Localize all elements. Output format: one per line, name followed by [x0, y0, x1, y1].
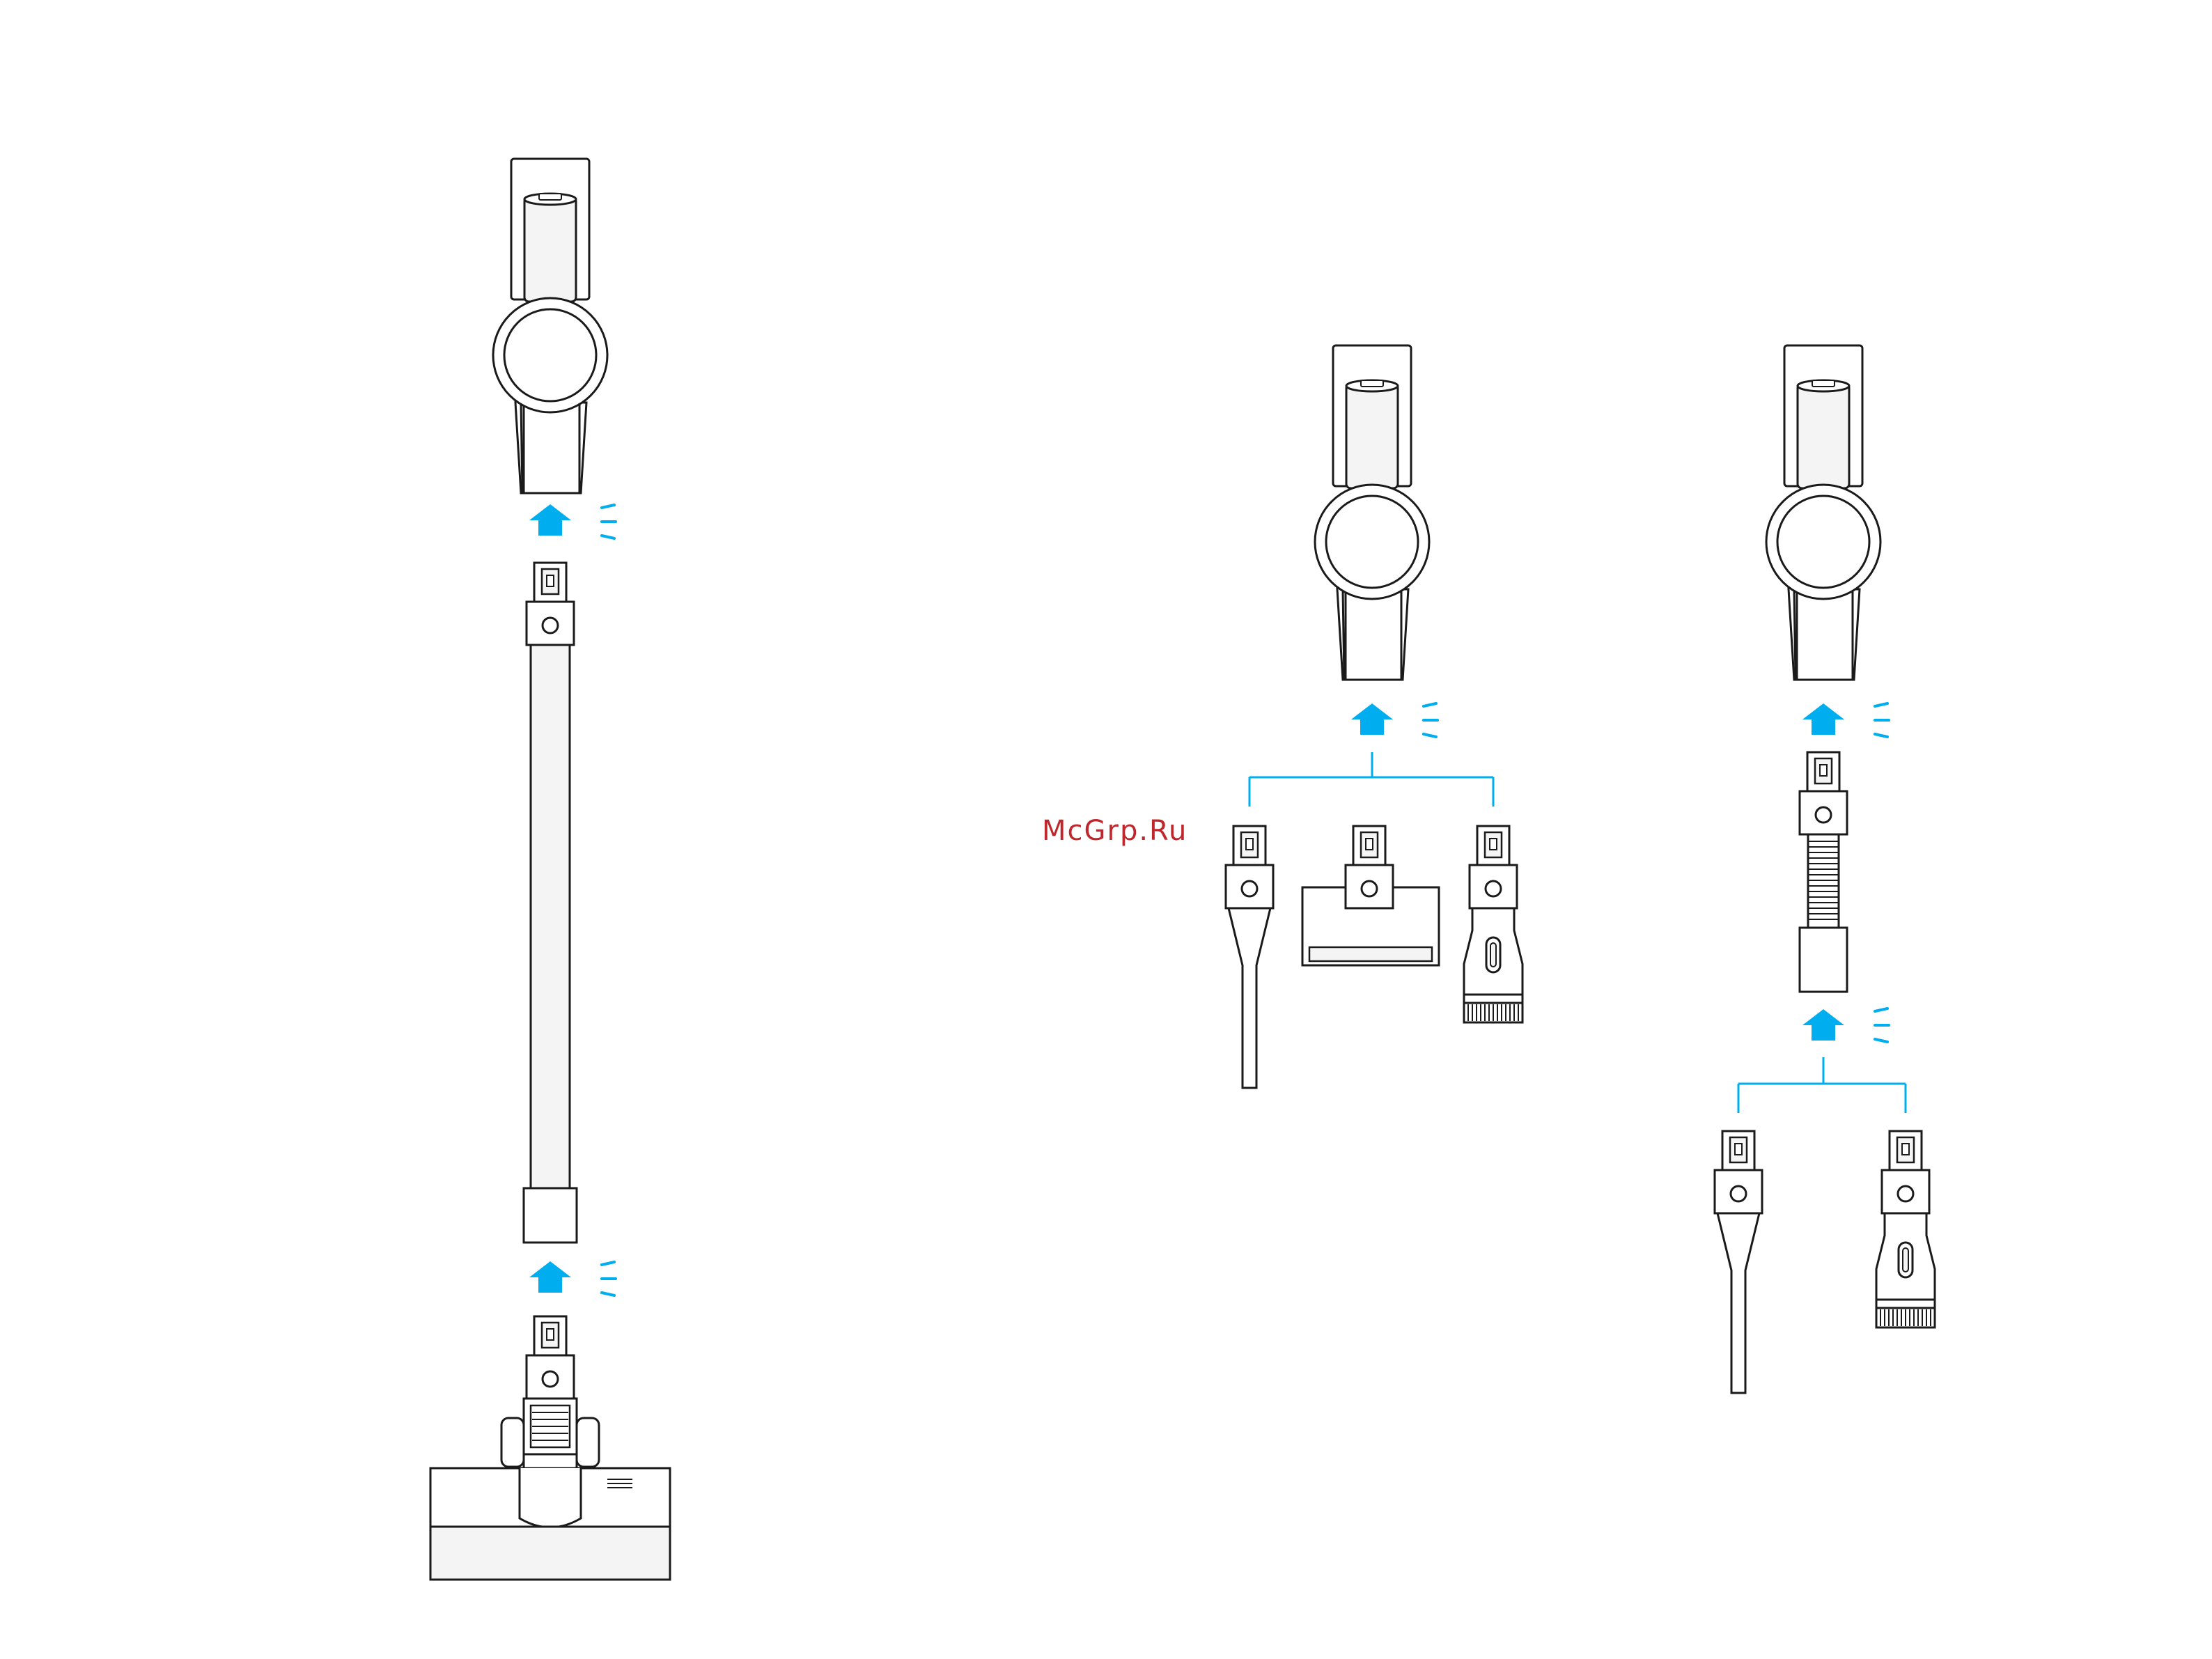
mini-motorized-brush — [1302, 826, 1439, 965]
two-in-one-brush — [1876, 1131, 1935, 1327]
main-body — [493, 159, 607, 493]
main-body — [1766, 345, 1880, 680]
arrow-up-icon — [1351, 703, 1393, 735]
crevice-tool — [1226, 826, 1273, 1088]
flexible-hose — [1800, 752, 1847, 992]
arrow-up-icon — [529, 504, 571, 536]
click-sound-icon — [602, 1262, 616, 1295]
handheld-tool-assembly — [1226, 345, 1522, 1088]
arrow-up-icon — [1802, 1009, 1844, 1041]
watermark: McGrp.Ru — [1042, 815, 1187, 847]
two-in-one-brush — [1464, 826, 1522, 1022]
crevice-tool — [1715, 1131, 1762, 1393]
click-sound-icon — [1424, 703, 1438, 737]
flexible-hose-assembly — [1715, 345, 1935, 1393]
extension-tube — [524, 563, 577, 1243]
arrow-up-icon — [529, 1261, 571, 1293]
click-sound-icon — [1875, 703, 1889, 737]
floor-brush-assembly — [430, 159, 670, 1580]
arrow-up-icon — [1802, 703, 1844, 735]
bracket-line — [1249, 752, 1493, 807]
main-body — [1315, 345, 1429, 680]
bracket-line — [1738, 1057, 1906, 1113]
floor-brush — [430, 1316, 670, 1580]
click-sound-icon — [1875, 1008, 1889, 1042]
click-sound-icon — [602, 505, 616, 538]
